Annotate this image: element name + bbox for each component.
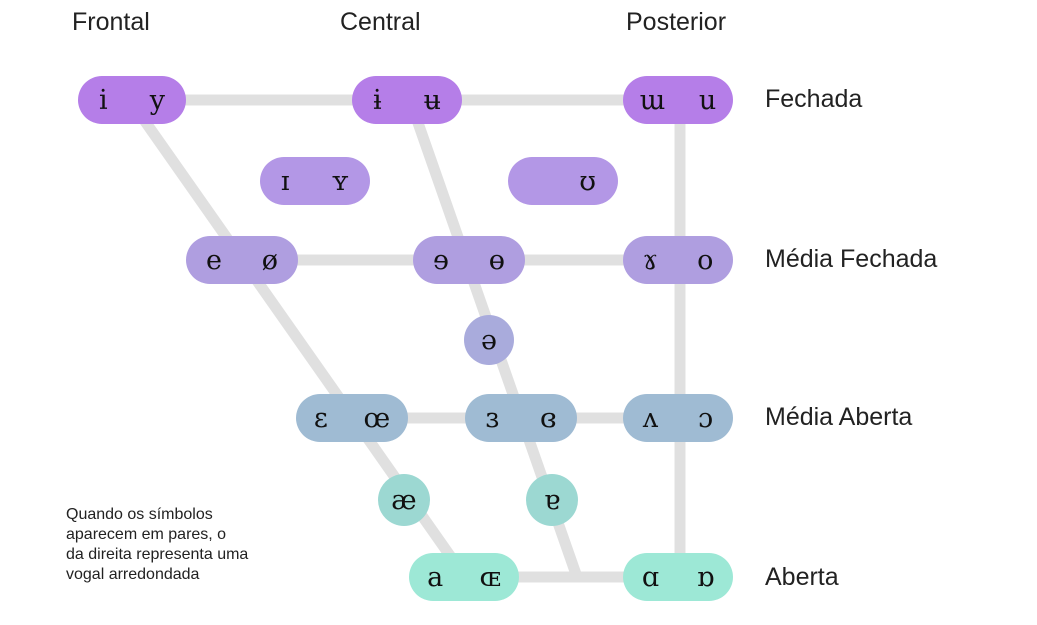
vowel-symbol: e <box>205 244 222 276</box>
vowel-symbol: ɘ <box>432 244 449 276</box>
column-label-back: Posterior <box>626 8 727 36</box>
vowel-symbol: ɔ <box>697 402 714 434</box>
rounded-vowel-note: Quando os símbolos aparecem em pares, o … <box>66 505 248 585</box>
note-line: aparecem em pares, o <box>66 526 227 543</box>
vowel-symbol: ɑ <box>641 561 660 593</box>
vowel-pill-close-front[interactable]: i y <box>78 76 186 124</box>
vowel-symbol: œ <box>363 402 391 434</box>
vowel-symbol: ɐ <box>543 484 561 516</box>
vowel-pill-open-back[interactable]: ɑ ɒ <box>623 553 733 601</box>
vowel-symbol: æ <box>391 484 417 516</box>
vowel-symbol: u <box>698 84 717 116</box>
vowel-symbol: ɜ <box>485 402 500 434</box>
vowel-symbol: ɶ <box>479 561 501 593</box>
vowel-symbol: ʏ <box>331 165 350 197</box>
row-label-open: Aberta <box>765 563 839 591</box>
vowel-pill-open-front[interactable]: a ɶ <box>409 553 519 601</box>
vowel-pill-open-mid-front[interactable]: ɛ œ <box>296 394 408 442</box>
vowel-symbol: ɪ <box>280 165 290 197</box>
vowel-pill-near-close-front[interactable]: ɪ ʏ <box>260 157 370 205</box>
note-line: da direita representa uma <box>66 546 249 563</box>
column-label-front: Frontal <box>72 8 150 36</box>
vowel-symbol: y <box>149 84 165 116</box>
vowel-symbol: ɞ <box>540 402 557 434</box>
vowel-symbol: ɛ <box>313 402 328 434</box>
vowel-symbol: o <box>697 244 714 276</box>
vowel-symbol: ɵ <box>488 244 506 276</box>
column-label-central: Central <box>340 8 421 36</box>
vowel-symbol: ʌ <box>642 402 659 434</box>
vowel-pill-close-back[interactable]: ɯ u <box>623 76 733 124</box>
vowel-pill-close-central[interactable]: ɨ ʉ <box>352 76 462 124</box>
vowel-pill-open-mid-central[interactable]: ɜ ɞ <box>465 394 577 442</box>
row-label-close-mid: Média Fechada <box>765 245 938 273</box>
vowel-circle-mid-central[interactable]: ə <box>464 315 514 365</box>
vowel-symbol: i <box>99 84 108 116</box>
vowel-symbol: ɨ <box>372 84 382 116</box>
vowel-symbol: a <box>427 561 444 593</box>
vowel-pill-close-mid-back[interactable]: ɤ o <box>623 236 733 284</box>
row-label-close: Fechada <box>765 85 863 113</box>
vowel-pill-close-mid-central[interactable]: ɘ ɵ <box>413 236 525 284</box>
vowel-pill-open-mid-back[interactable]: ʌ ɔ <box>623 394 733 442</box>
vowel-circle-near-open-front[interactable]: æ <box>378 474 430 526</box>
vowel-symbol: ʉ <box>423 84 441 116</box>
vowel-symbol: ɒ <box>696 561 715 593</box>
vowel-pill-close-mid-front[interactable]: e ø <box>186 236 298 284</box>
note-line: Quando os símbolos <box>66 506 213 523</box>
vowel-symbol: ø <box>261 244 279 276</box>
vowel-pill-near-close-back[interactable]: ʊ <box>508 157 618 205</box>
vowel-symbol: ʊ <box>579 165 596 197</box>
vowel-symbol: ɯ <box>639 84 666 116</box>
row-label-open-mid: Média Aberta <box>765 403 913 431</box>
vowel-circle-near-open-central[interactable]: ɐ <box>526 474 578 526</box>
note-line: vogal arredondada <box>66 566 200 583</box>
vowel-symbol: ə <box>481 324 497 356</box>
vowel-symbol: ɤ <box>642 244 658 276</box>
